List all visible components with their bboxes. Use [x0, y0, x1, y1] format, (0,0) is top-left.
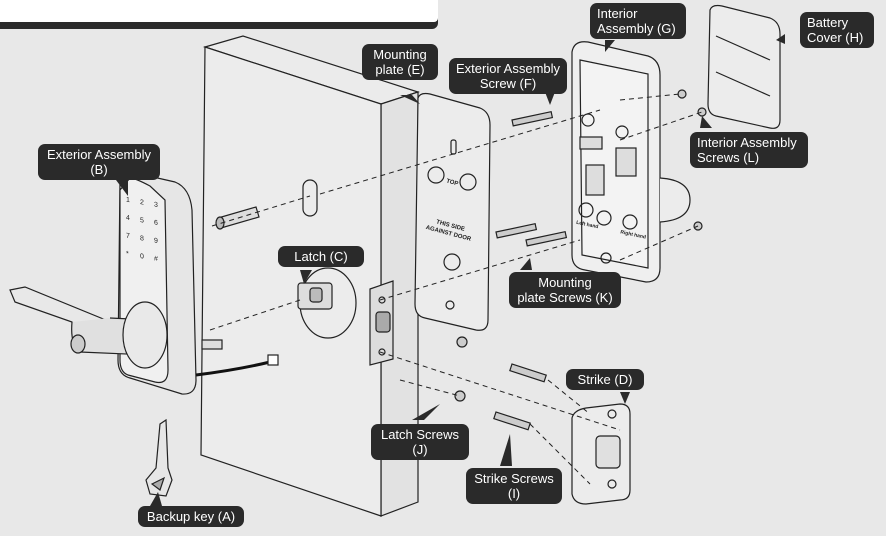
label-line: (B) [90, 162, 108, 177]
label-line: Backup key (A) [146, 509, 236, 524]
keypad-key: 8 [140, 234, 144, 243]
label-latch: Latch (C) [278, 246, 364, 267]
label-line: Mounting [538, 275, 592, 290]
label-exterior-assembly: Exterior Assembly (B) [38, 144, 160, 180]
label-line: Mounting [373, 47, 427, 62]
keypad-key: 2 [140, 198, 144, 207]
keypad-key: 6 [154, 219, 158, 228]
label-line: (J) [412, 442, 428, 457]
label-interior-assembly: Interior Assembly (G) [590, 3, 686, 39]
label-strike-screws: Strike Screws (I) [466, 468, 562, 504]
label-line: Exterior Assembly [456, 61, 561, 76]
keypad-key: 5 [140, 216, 144, 225]
label-line: plate Screws (K) [517, 290, 613, 305]
latch-part [297, 280, 394, 366]
label-mounting-plate-screws: Mounting plate Screws (K) [509, 272, 621, 308]
battery-cover-drawing [707, 4, 781, 129]
label-line: Interior [597, 6, 638, 21]
keypad-key: 3 [154, 201, 158, 210]
label-exterior-assembly-screw: Exterior Assembly Screw (F) [449, 58, 567, 94]
header-banner-highlight [0, 0, 438, 22]
door-slab [200, 35, 420, 517]
label-line: Cover (H) [807, 30, 864, 45]
keypad: 1 2 3 4 5 6 7 8 9 * 0 # [126, 196, 166, 264]
label-battery-cover: Battery Cover (H) [800, 12, 874, 48]
label-line: Latch Screws [380, 427, 460, 442]
label-mounting-plate: Mounting plate (E) [362, 44, 438, 80]
keypad-key: 9 [154, 237, 158, 246]
label-line: Screw (F) [479, 76, 537, 91]
label-line: Screws (L) [697, 150, 760, 165]
keypad-key: 4 [126, 214, 130, 223]
mounting-plate-drawing [414, 92, 491, 331]
callout-pointers [116, 34, 785, 506]
label-line: Interior Assembly [697, 135, 797, 150]
label-line: (I) [507, 486, 521, 501]
label-interior-assembly-screws: Interior Assembly Screws (L) [690, 132, 808, 168]
interior-assembly-drawing [571, 41, 691, 283]
label-line: plate (E) [375, 62, 425, 77]
label-line: Assembly (G) [597, 21, 676, 36]
alignment-lines [209, 93, 703, 485]
exterior-assembly-drawing [9, 173, 279, 395]
label-line: Exterior Assembly [46, 147, 152, 162]
label-backup-key: Backup key (A) [138, 506, 244, 527]
label-line: Strike (D) [577, 372, 633, 387]
keypad-key: 1 [126, 196, 130, 205]
label-latch-screws: Latch Screws (J) [371, 424, 469, 460]
door-slot [302, 179, 318, 217]
backup-key-drawing [145, 418, 173, 497]
strike-plate-drawing [571, 403, 631, 505]
label-line: Latch (C) [294, 249, 348, 264]
label-line: Battery [807, 15, 849, 30]
screws [454, 89, 707, 431]
keypad-key: 7 [126, 232, 130, 241]
label-line: Strike Screws [474, 471, 554, 486]
label-strike: Strike (D) [566, 369, 644, 390]
